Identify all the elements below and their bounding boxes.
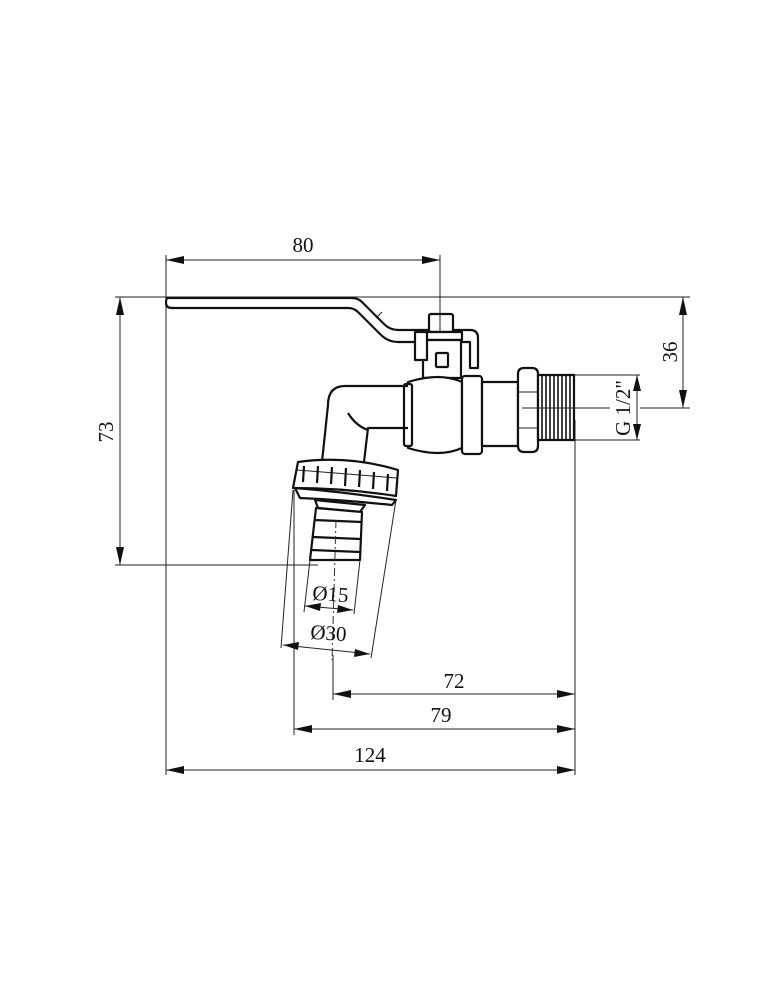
arrow-left-icon (166, 256, 184, 264)
dimension-124: 124 (166, 743, 575, 774)
dim-label-d30: Ø30 (310, 620, 348, 646)
arrow-right-icon (422, 256, 440, 264)
extension-lines (115, 255, 690, 775)
stem-assembly (413, 312, 464, 380)
dim-label-73: 73 (94, 422, 118, 443)
dim-label-d15: Ø15 (312, 581, 350, 607)
valve-body (402, 374, 520, 456)
dimension-79: 79 (294, 703, 575, 733)
dim-label-72: 72 (444, 669, 465, 693)
knurl-lines (301, 465, 390, 492)
dimension-72: 72 (333, 669, 575, 698)
dim-label-36: 36 (658, 342, 682, 363)
dim-label-124: 124 (354, 743, 386, 767)
dim-label-79: 79 (431, 703, 452, 727)
elbow-spout (320, 384, 408, 463)
dimension-73: 73 (94, 297, 124, 565)
dim-label-thread: G 1/2" (611, 380, 635, 436)
dimension-36: 36 (658, 297, 687, 408)
dimension-thread: G 1/2" (611, 375, 641, 440)
hose-barb (308, 498, 367, 661)
dimension-80: 80 (166, 233, 440, 264)
threaded-end (528, 373, 610, 442)
coupling-nut (291, 458, 400, 507)
dimension-diameters: Ø15 Ø30 (280, 489, 397, 659)
hex-nut (516, 366, 540, 454)
dim-label-80: 80 (293, 233, 314, 257)
